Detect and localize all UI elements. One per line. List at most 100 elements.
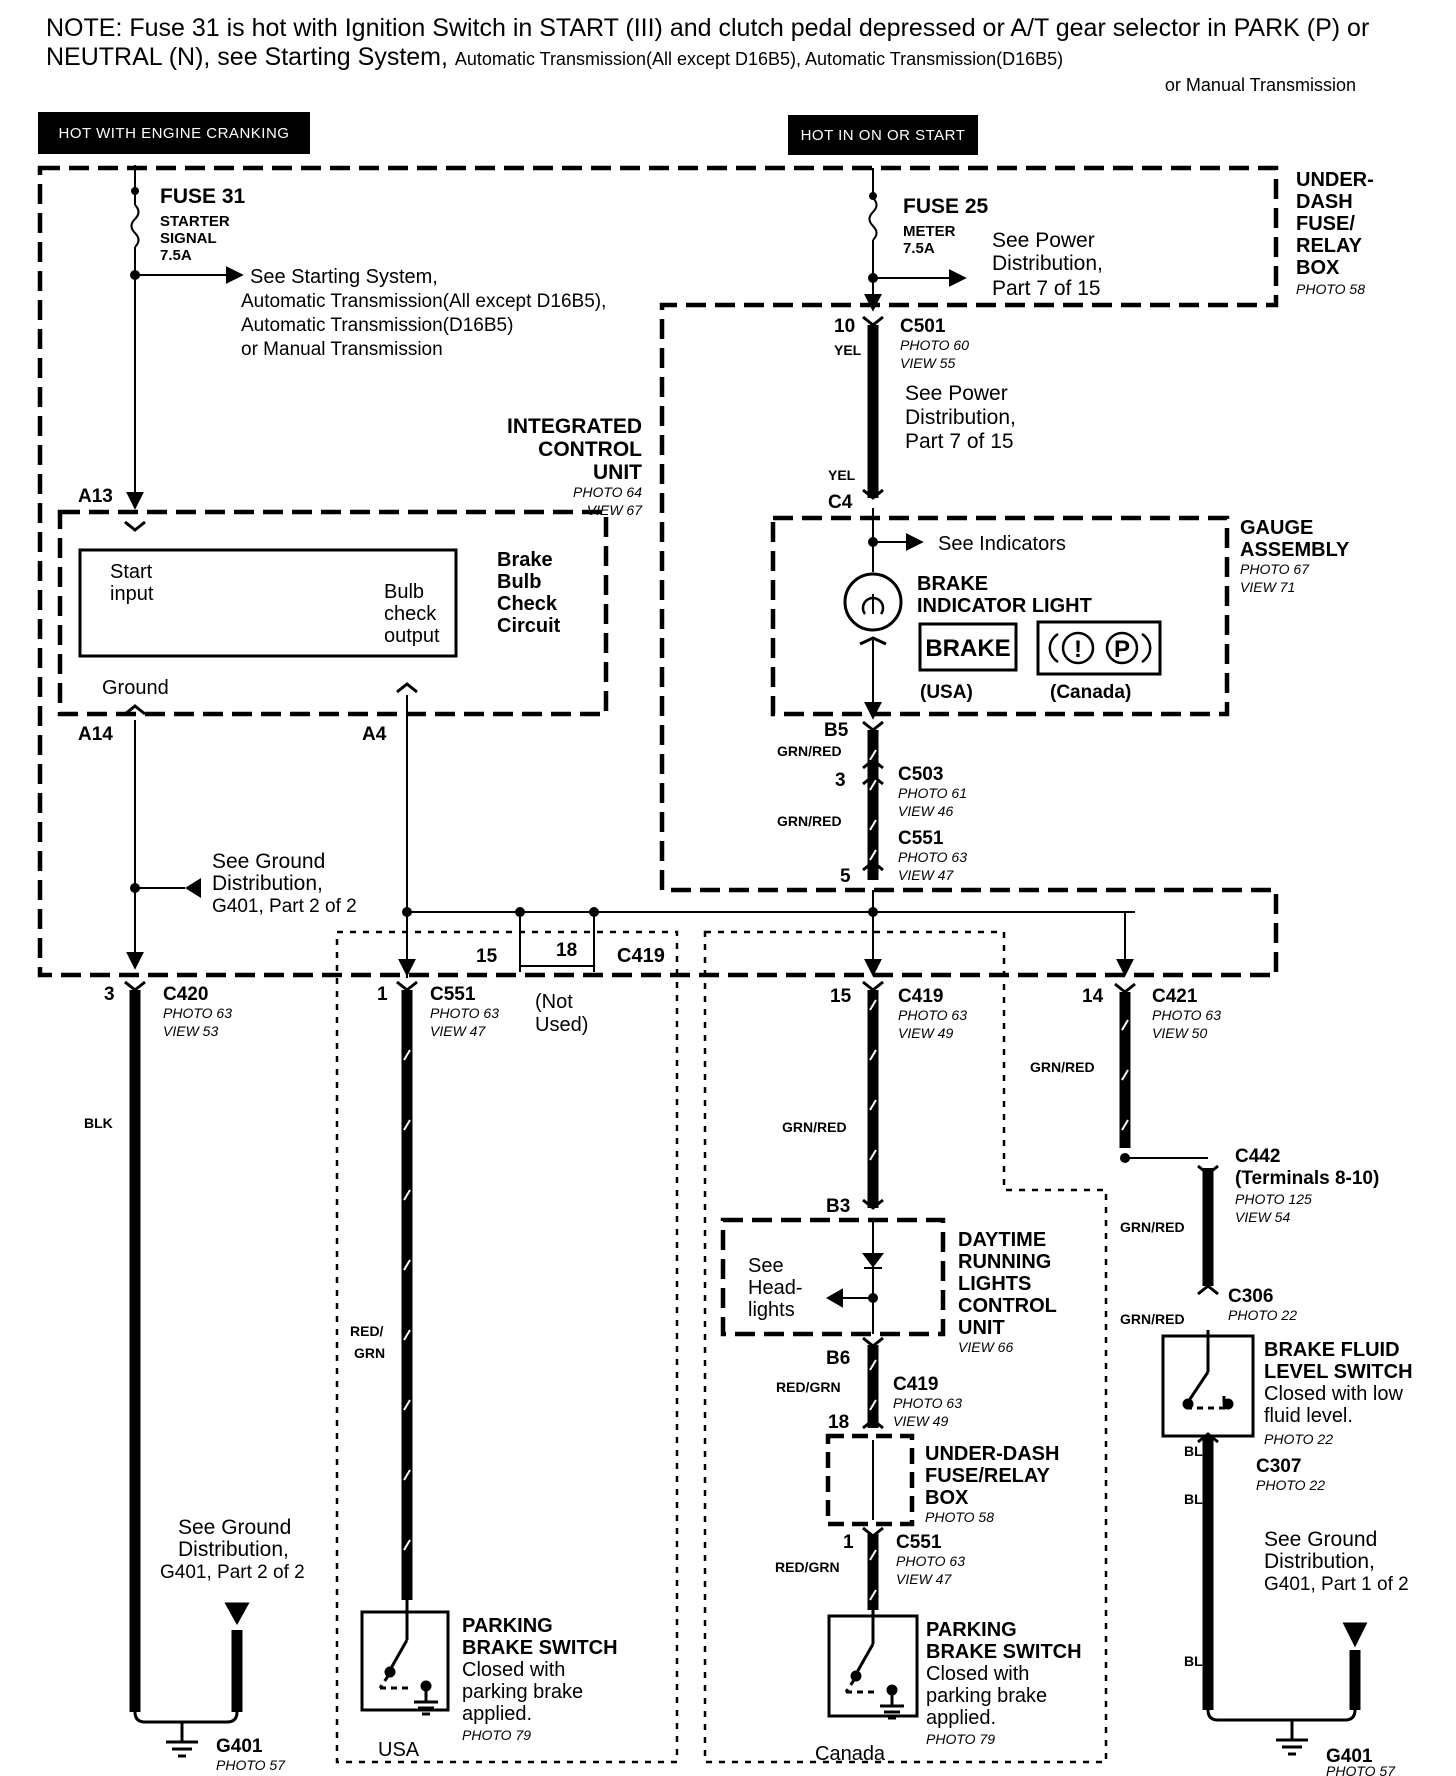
underdash-l2: DASH	[1296, 191, 1353, 213]
icu-a14: A14	[78, 724, 113, 745]
icu-box	[57, 509, 609, 717]
c551top-name: C551	[898, 828, 944, 849]
gndl-l3: G401, Part 2 of 2	[160, 1562, 305, 1583]
pbsusa-l2: BRAKE SWITCH	[462, 1637, 618, 1659]
c419low-pin: 18	[828, 1412, 849, 1433]
gauge-light2: INDICATOR LIGHT	[917, 595, 1092, 617]
c419top-p15: 15	[476, 946, 498, 967]
gauge-l2: ASSEMBLY	[1240, 539, 1350, 561]
pbsusa-l4: parking brake	[462, 1681, 583, 1703]
pbsusa-region: USA	[378, 1739, 420, 1761]
gauge-canada-badge-2: P	[1114, 636, 1130, 663]
drl-l5: UNIT	[958, 1317, 1005, 1339]
c421-pin: 14	[1082, 986, 1104, 1007]
icu-bbc2: Bulb	[497, 571, 541, 593]
fuse25-name: FUSE 25	[903, 195, 989, 218]
pd2-l2: Distribution,	[905, 406, 1016, 429]
c551can-pin: 1	[843, 1532, 854, 1553]
c419top-nu1: (Not	[535, 991, 573, 1013]
gndr-l3: G401, Part 1 of 2	[1264, 1574, 1409, 1595]
fuse31-see3: Automatic Transmission(D16B5)	[241, 315, 513, 336]
c442-photo: PHOTO 125	[1235, 1191, 1312, 1207]
pbscan-photo: PHOTO 79	[926, 1731, 995, 1747]
drl-l1: DAYTIME	[958, 1229, 1046, 1251]
underdash-l3: FUSE/	[1296, 213, 1355, 235]
drl-b6: B6	[826, 1348, 850, 1369]
ud2-l1: UNDER-DASH	[925, 1443, 1059, 1465]
gndr-l2: Distribution,	[1264, 1550, 1375, 1573]
fuse31-see2: Automatic Transmission(All except D16B5)…	[241, 291, 606, 312]
icu-ground: Ground	[102, 677, 169, 699]
fuse25-l2: 7.5A	[903, 240, 935, 257]
pbscan-l2: BRAKE SWITCH	[926, 1641, 1082, 1663]
ud2-l2: FUSE/RELAY	[925, 1465, 1051, 1487]
underdash-l5: BOX	[1296, 257, 1340, 279]
underdash-l1: UNDER-	[1296, 169, 1374, 191]
dashed-boxes	[37, 165, 1279, 1764]
gauge-photo: PHOTO 67	[1240, 561, 1310, 577]
note-main: NOTE: Fuse 31 is hot with Ignition Switc…	[46, 14, 1370, 71]
bfs-photo: PHOTO 22	[1264, 1431, 1333, 1447]
icu-l1: INTEGRATED	[507, 415, 642, 438]
c503-pin: 3	[835, 770, 846, 791]
gauge-canada: (Canada)	[1050, 682, 1131, 703]
c419top-name: C419	[617, 945, 665, 967]
c442-view: VIEW 54	[1235, 1209, 1290, 1225]
heavy-wires	[129, 325, 1361, 1712]
gauge-view: VIEW 71	[1240, 579, 1295, 595]
c551usa-photo: PHOTO 63	[430, 1005, 499, 1021]
bfs-l2: LEVEL SWITCH	[1264, 1361, 1413, 1383]
pbscan-l1: PARKING	[926, 1619, 1017, 1641]
splice-dots	[130, 187, 1130, 1303]
gndl-l2: Distribution,	[178, 1538, 289, 1561]
thin-wires	[126, 165, 1208, 1520]
c307-photo: PHOTO 22	[1256, 1477, 1325, 1493]
underdash-small-box	[825, 1433, 915, 1527]
parking-brake-switch-canada-icon	[827, 1610, 919, 1720]
c306-name: C306	[1228, 1286, 1273, 1307]
c419can-wire: GRN/RED	[782, 1119, 847, 1135]
c419low-name: C419	[893, 1374, 938, 1395]
c420-name: C420	[163, 984, 208, 1005]
icu-bulb2: check	[384, 603, 437, 625]
icu-l2: CONTROL	[538, 438, 642, 461]
bfs-l1: BRAKE FLUID	[1264, 1339, 1400, 1361]
drl-l2: RUNNING	[958, 1251, 1051, 1273]
drl-diode-icon	[825, 1253, 884, 1308]
c307-wire-bot: BLK	[1184, 1491, 1213, 1507]
c419can-name: C419	[898, 986, 943, 1007]
c419low-view: VIEW 49	[893, 1413, 948, 1429]
note-tail-1: Automatic Transmission(All except D16B5)…	[454, 49, 1064, 69]
icu-inner-box	[78, 548, 458, 658]
note-tail-2: or Manual Transmission	[1164, 75, 1356, 95]
drl-l3: LIGHTS	[958, 1273, 1031, 1295]
icu-a13: A13	[78, 486, 113, 507]
pbscan-region: Canada	[815, 1743, 886, 1765]
drl-view: VIEW 66	[958, 1339, 1013, 1355]
c551can-view: VIEW 47	[896, 1571, 952, 1587]
gnd-top-l2: Distribution,	[212, 872, 323, 895]
c419can-view: VIEW 49	[898, 1025, 953, 1041]
fuse31-see4: or Manual Transmission	[241, 339, 443, 360]
c503-name: C503	[898, 764, 943, 785]
icu-bbc3: Check	[497, 593, 558, 615]
c421-wire: GRN/RED	[1030, 1059, 1095, 1075]
drl-see1: See	[748, 1255, 784, 1277]
c551can-name: C551	[896, 1532, 942, 1553]
pbsusa-l3: Closed with	[462, 1659, 565, 1681]
ground-left-icon	[133, 1602, 250, 1758]
c551top-view: VIEW 47	[898, 867, 954, 883]
c419top-p18: 18	[556, 940, 577, 961]
gndl-l1: See Ground	[178, 1516, 291, 1539]
pbsusa-l1: PARKING	[462, 1615, 553, 1637]
pd2-l3: Part 7 of 15	[905, 430, 1014, 453]
c551top-pin: 5	[840, 866, 851, 887]
parking-brake-switch-usa-icon	[360, 1600, 450, 1716]
icu-start1: Start	[110, 561, 153, 583]
fuse31-l2: SIGNAL	[160, 230, 217, 247]
pd2-l1: See Power	[905, 382, 1008, 405]
icu-a4: A4	[362, 724, 387, 745]
c442-name: C442	[1235, 1146, 1280, 1167]
c306-wire: GRN/RED	[1120, 1311, 1185, 1327]
